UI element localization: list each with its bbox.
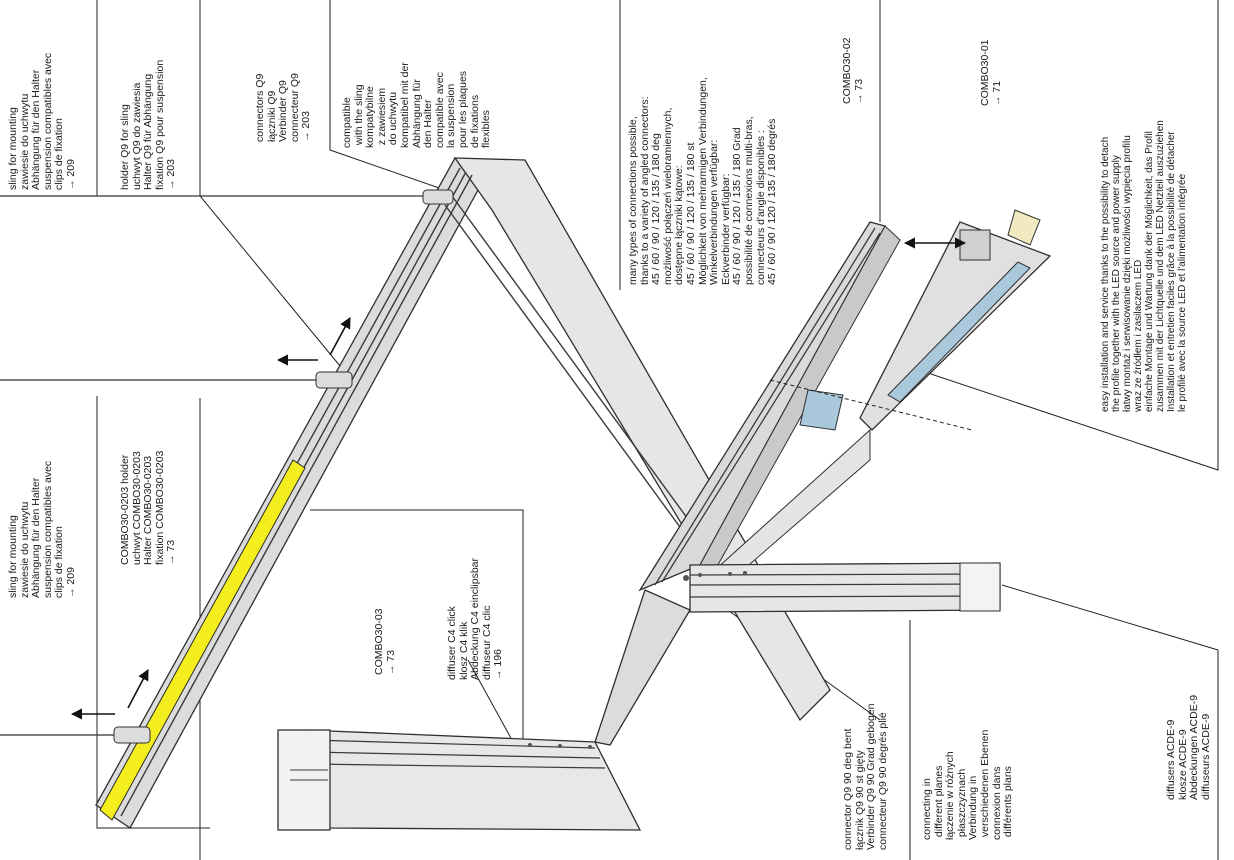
annotation-connectors-q9: connectors Q9 łączniki Q9 Verbinder Q9 c… — [254, 73, 313, 142]
annotation-compatible-sling: compatible with the sling kompatybilne z… — [341, 62, 493, 148]
movement-arrows — [70, 237, 967, 720]
profile-combo30-01-detached — [769, 209, 1052, 431]
annotation-connection-types: many types of connections possible, than… — [627, 77, 779, 285]
annotation-diffusers-acde: diffusers ACDE-9 klosze ACDE-9 Abdeckung… — [1165, 694, 1212, 800]
annotation-sling-top: sling for mounting zawiesie do uchwytu A… — [7, 52, 77, 190]
annotation-combo-holder: COMBO30-0203 holder uchwyt COMBO30-0203 … — [119, 450, 178, 565]
annotation-different-planes: connecting in different planes łączenie … — [921, 729, 1015, 840]
annotation-diffuser-c4: diffuser C4 click klosz C4 klik Abdeckun… — [446, 558, 505, 680]
annotation-holder-q9: holder Q9 for sling uchwyt Q9 do zawiesi… — [119, 59, 178, 190]
annotation-connector-bent: connector Q9 90 deg bent łącznik Q9 90 s… — [842, 703, 889, 850]
profile-combo30-03 — [95, 157, 1001, 831]
diffuser-c4-yellow — [99, 459, 306, 821]
annotation-combo30-03: COMBO30-03 → 73 — [373, 608, 397, 675]
annotation-easy-service: easy installation and service thanks to … — [1100, 120, 1188, 412]
suspension-holders — [0, 189, 454, 744]
annotation-combo30-01: COMBO30-01 → 71 — [979, 39, 1003, 106]
annotation-sling-bottom: sling for mounting zawiesie do uchwytu A… — [7, 460, 77, 598]
annotation-combo30-02: COMBO30-02 → 73 — [841, 37, 865, 104]
